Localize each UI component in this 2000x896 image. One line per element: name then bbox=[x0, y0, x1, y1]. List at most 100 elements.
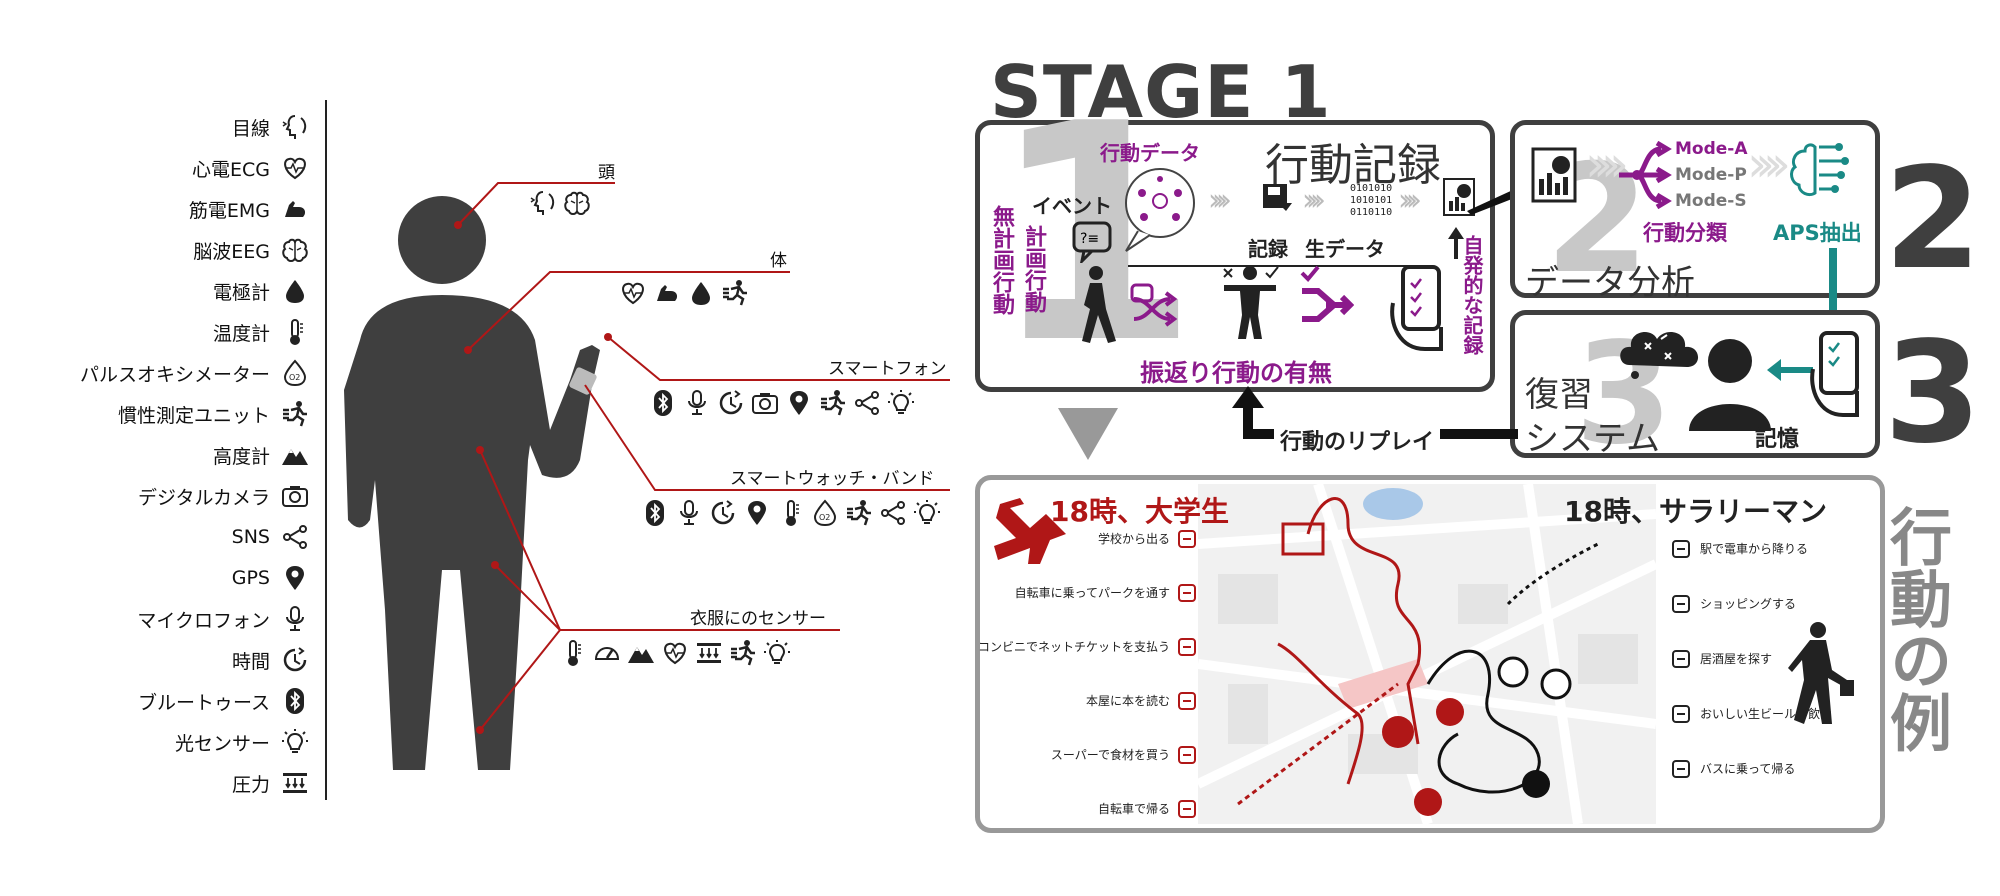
student-title: 18時、大学生 bbox=[1050, 495, 1229, 528]
sensor-row: 圧力 bbox=[20, 766, 310, 800]
stage3-title-2: システム bbox=[1525, 419, 1660, 459]
stage3-box: 3 復習 システム 記憶 bbox=[1510, 310, 1880, 465]
sensor-row: GPS bbox=[20, 561, 310, 595]
sensor-label: 高度計 bbox=[212, 445, 270, 468]
mode-a-label: Mode-A bbox=[1675, 139, 1748, 159]
body-icons bbox=[618, 278, 750, 308]
city-map bbox=[1198, 484, 1656, 824]
callout-lines bbox=[454, 182, 950, 734]
sensor-row: 脳波EEG bbox=[20, 233, 310, 267]
bluetooth-icon bbox=[640, 498, 670, 528]
stage2-number: 2 bbox=[1884, 138, 1982, 301]
step-marker-icon bbox=[1670, 703, 1692, 725]
step-marker-icon bbox=[1670, 593, 1692, 615]
muscle-arm-icon bbox=[652, 278, 682, 308]
merge-icon bbox=[1300, 265, 1354, 322]
decision-person-icon bbox=[1223, 266, 1279, 339]
thought-cloud-icon bbox=[1620, 332, 1699, 379]
phone-in-hand-icon bbox=[1390, 265, 1443, 351]
sensor-label: 温度計 bbox=[212, 322, 270, 345]
sensor-label: 目線 bbox=[231, 117, 270, 140]
branch-icon bbox=[1619, 140, 1672, 209]
sensor-label: GPS bbox=[231, 567, 270, 589]
step-marker-icon bbox=[1670, 758, 1692, 780]
camera-icon bbox=[280, 481, 310, 511]
running-icon bbox=[280, 399, 310, 429]
sensor-label: 心電ECG bbox=[192, 158, 270, 181]
sensor-row: デジタルカメラ bbox=[20, 479, 310, 513]
sensor-label: 圧力 bbox=[231, 773, 270, 796]
camera-icon bbox=[750, 388, 780, 418]
stage3-number: 3 bbox=[1884, 312, 1982, 475]
brain-icon bbox=[562, 188, 592, 218]
example-side-title: 行動の例 bbox=[1879, 505, 1952, 753]
face-eye-icon bbox=[528, 188, 558, 218]
businessman-icon bbox=[1788, 622, 1854, 724]
chevrons-1: ›››› bbox=[1208, 183, 1232, 218]
stage2-box: 2 データ分析 ›››› Mode-A Mode-P Mode-S 行動分類 ›… bbox=[1510, 120, 1880, 303]
sensor-row: ブルートゥース bbox=[20, 684, 310, 718]
sensor-divider bbox=[325, 100, 327, 800]
clock-icon bbox=[708, 498, 738, 528]
svg-text:1010101: 1010101 bbox=[1350, 195, 1392, 206]
worker-step: 駅で電車から降りる bbox=[1700, 542, 1809, 556]
sensor-row: 光センサー bbox=[20, 725, 310, 759]
sensor-row: 時間 bbox=[20, 643, 310, 677]
o2-drop-icon: O2 bbox=[280, 358, 310, 388]
sensor-row: 慣性測定ユニット bbox=[20, 397, 310, 431]
aps-label: APS抽出 bbox=[1773, 221, 1862, 245]
sensor-row: マイクロフォン bbox=[20, 602, 310, 636]
worker-step: バスに乗って帰る bbox=[1700, 762, 1796, 776]
sensor-label: 電極計 bbox=[212, 281, 270, 304]
replay-label: 行動のリプレイ bbox=[1274, 424, 1441, 456]
svg-text:O2: O2 bbox=[289, 373, 300, 382]
student-step: 自転車に乗ってパークを通す bbox=[1014, 586, 1170, 600]
lightbulb-icon bbox=[886, 388, 916, 418]
lightbulb-icon bbox=[912, 498, 942, 528]
up-arrow-icon bbox=[1448, 227, 1464, 259]
step-marker-icon bbox=[1670, 648, 1692, 670]
lightbulb-icon bbox=[280, 727, 310, 757]
microphone-icon bbox=[682, 388, 712, 418]
location-pin-icon bbox=[280, 563, 310, 593]
chevrons-5: ›››› bbox=[1747, 135, 1791, 193]
sensor-label: 慣性測定ユニット bbox=[117, 404, 270, 427]
step-marker-icon bbox=[1176, 744, 1198, 766]
running-icon bbox=[728, 638, 758, 668]
running-icon bbox=[844, 498, 874, 528]
reflection-label: 振返り行動の有無 bbox=[1140, 359, 1332, 387]
lightbulb-icon bbox=[762, 638, 792, 668]
sensor-label: 光センサー bbox=[174, 732, 270, 755]
save-icon bbox=[1263, 184, 1292, 211]
group-body-label: 体 bbox=[770, 251, 787, 271]
clothes-icons bbox=[558, 638, 792, 668]
svg-text:0101010: 0101010 bbox=[1350, 183, 1392, 194]
group-clothes-label: 衣服にのセンサー bbox=[690, 609, 826, 629]
sensor-row: 温度計 bbox=[20, 315, 310, 349]
step-marker-icon bbox=[1176, 798, 1198, 820]
worker-step: ショッピングする bbox=[1700, 597, 1797, 611]
svg-text:0110110: 0110110 bbox=[1350, 207, 1392, 218]
student-step: スーパーで食材を買う bbox=[1050, 748, 1170, 762]
student-step: 本屋に本を読む bbox=[1085, 694, 1170, 708]
action-data-bubble bbox=[1125, 168, 1195, 252]
share-icon bbox=[280, 522, 310, 552]
student-bike-icon bbox=[994, 498, 1066, 564]
person-icon bbox=[1689, 339, 1771, 431]
walking-person-icon bbox=[1082, 266, 1116, 343]
down-triangle bbox=[1058, 408, 1118, 460]
group-watch-label: スマートウォッチ・バンド bbox=[730, 469, 935, 489]
unplanned-label: 無計画行動 bbox=[989, 205, 1014, 315]
worker-title: 18時、サラリーマン bbox=[1564, 495, 1827, 528]
step-marker-icon bbox=[1176, 636, 1198, 658]
stage1-box: 1 行動記録 行動データ イベント 無計画行動 計画行動 ?≡ ›››› ›››… bbox=[975, 85, 1495, 392]
sensor-label: ブルートゥース bbox=[137, 691, 270, 714]
sensor-label: SNS bbox=[231, 526, 270, 548]
drop-icon bbox=[686, 278, 716, 308]
mode-s-label: Mode-S bbox=[1675, 191, 1747, 211]
stage3-title-1: 復習 bbox=[1525, 375, 1593, 415]
chevrons-4: ›››› bbox=[1585, 135, 1629, 193]
location-pin-icon bbox=[742, 498, 772, 528]
raw-data-label: 生データ bbox=[1305, 237, 1385, 261]
